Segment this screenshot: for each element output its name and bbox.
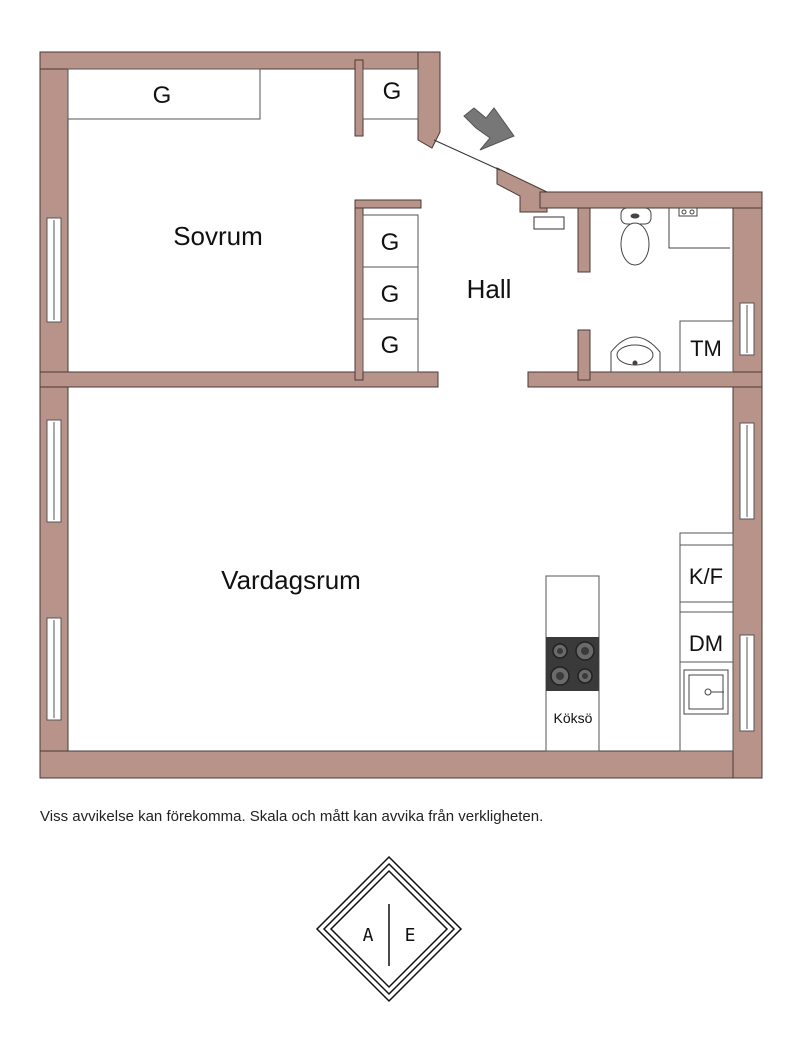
kitchen-island: Köksö — [545, 575, 600, 752]
window-icon — [46, 419, 62, 523]
room-label-living: Vardagsrum — [221, 565, 361, 595]
wardrobe-label: G — [381, 229, 400, 256]
logo-letter-left: A — [363, 925, 374, 946]
island-label: Köksö — [554, 710, 593, 726]
windows — [46, 217, 755, 732]
dryer-label: TM — [690, 336, 722, 361]
logo-letter-right: E — [405, 925, 416, 946]
window-icon — [739, 634, 755, 732]
wardrobe-stack — [362, 214, 419, 373]
window-icon — [46, 617, 62, 721]
room-label-hall: Hall — [467, 274, 512, 304]
dishwasher-label: DM — [689, 631, 723, 656]
entrance-arrow-icon — [463, 107, 515, 151]
wardrobe-label: G — [381, 281, 400, 308]
washbasin-icon — [610, 336, 661, 373]
wardrobe-label: G — [383, 78, 402, 105]
toilet-icon — [620, 207, 652, 266]
outer-walls — [39, 51, 763, 779]
window-icon — [739, 422, 755, 520]
wardrobe-label: G — [381, 332, 400, 359]
shower-icon — [668, 207, 730, 249]
disclaimer-text: Viss avvikelse kan förekomma. Skala och … — [40, 808, 544, 825]
fridge-freezer-label: K/F — [689, 564, 723, 589]
entrance-door — [433, 139, 501, 171]
room-label-bedroom: Sovrum — [173, 221, 263, 251]
wardrobe-top-small: G — [362, 68, 419, 120]
interior-walls — [39, 59, 763, 388]
sink-icon — [683, 669, 729, 715]
window-icon — [739, 302, 755, 356]
hob-icon — [546, 637, 599, 691]
window-icon — [46, 217, 62, 323]
logo: A E — [315, 855, 463, 1003]
hall-shelf — [533, 216, 565, 230]
wardrobe-top-large: G — [67, 68, 261, 120]
wardrobe-label: G — [153, 82, 172, 109]
dryer: TM — [679, 320, 734, 373]
